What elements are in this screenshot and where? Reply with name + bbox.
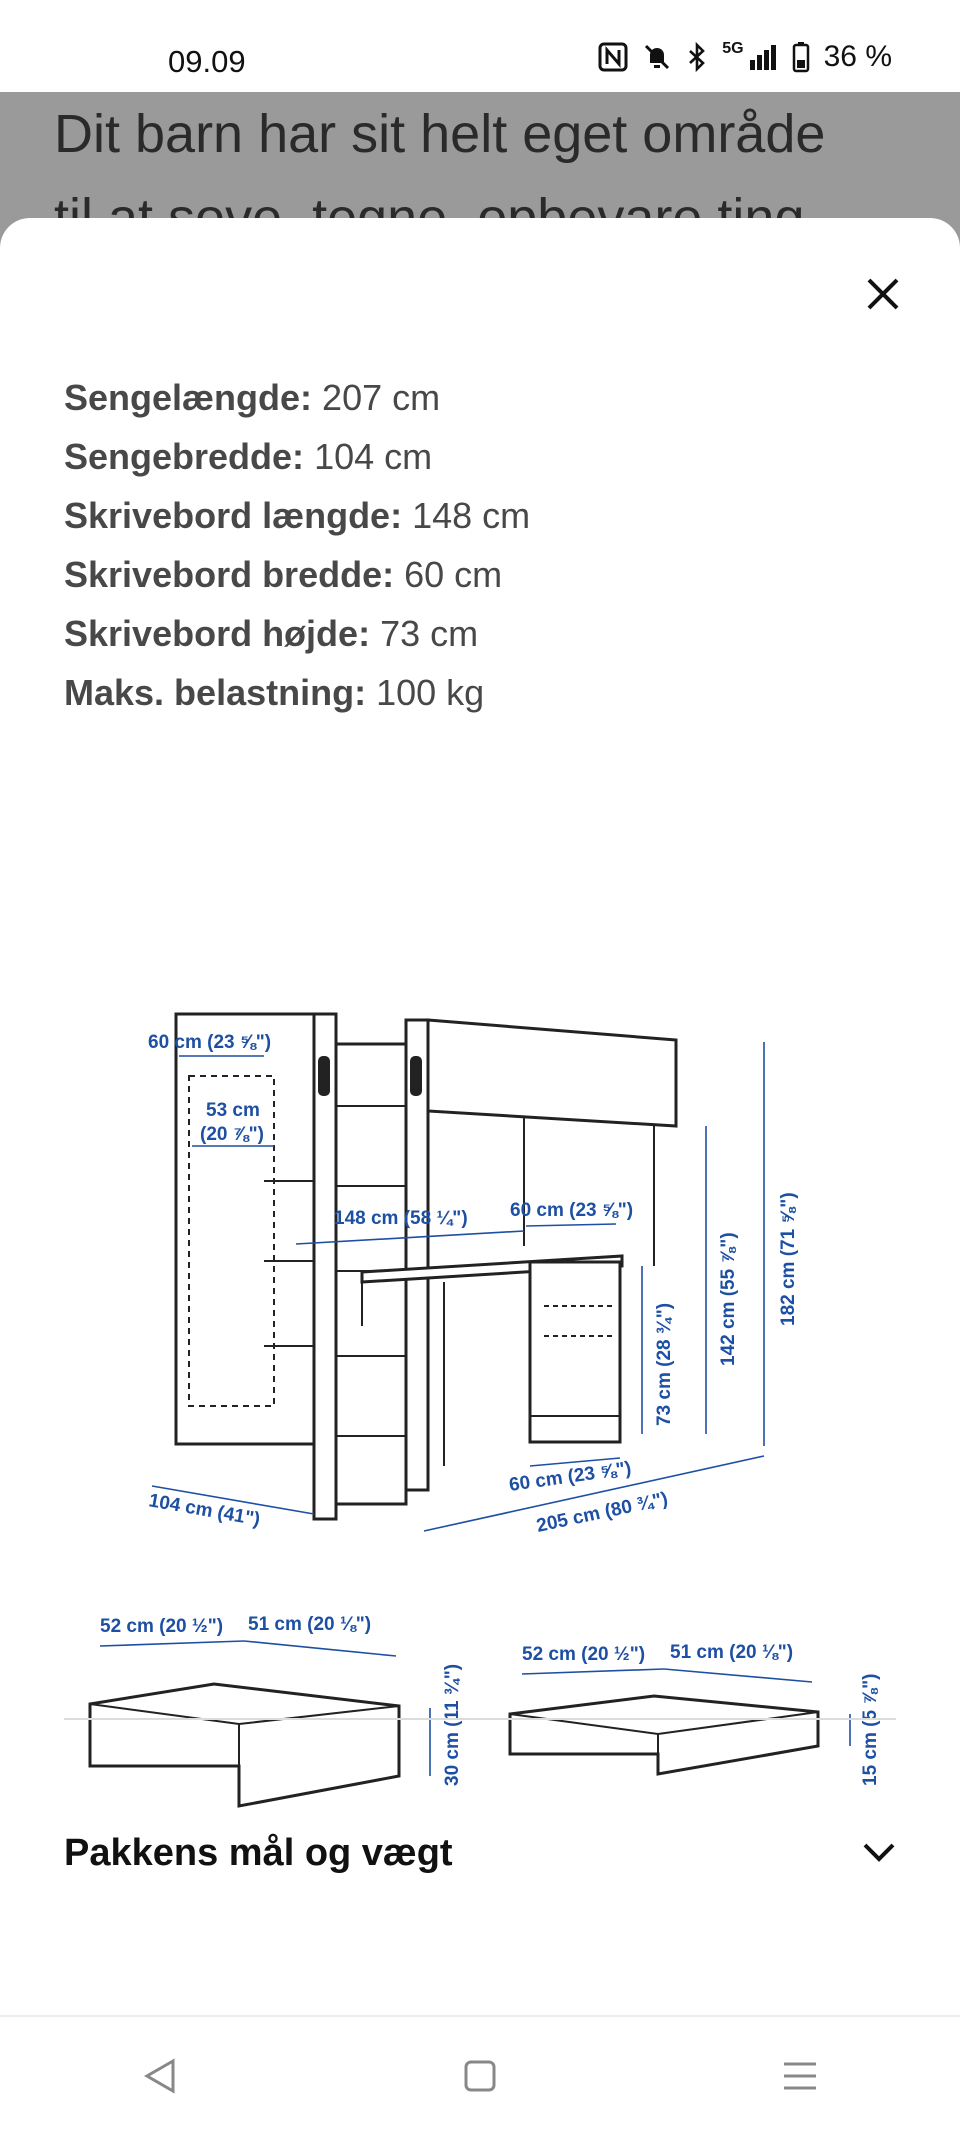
menu-lines-icon (784, 2062, 816, 2090)
status-bar: 09.09 5G 36 % (0, 0, 960, 92)
status-time: 09.09 (168, 44, 246, 79)
dim-bed-height: 142 cm (55 ⅞") (718, 1232, 739, 1366)
dim-drawer2-b: 51 cm (20 ⅛") (670, 1642, 793, 1663)
dimensions-sheet: Sengelængde: 207 cm Sengebredde: 104 cm … (0, 218, 960, 2015)
home-button[interactable] (440, 2036, 520, 2116)
dim-inner-width-a: 53 cm (206, 1100, 260, 1121)
spec-row: Skrivebord bredde: 60 cm (64, 554, 503, 595)
recent-apps-button[interactable] (760, 2036, 840, 2116)
close-icon (867, 278, 899, 310)
dim-desk-height: 73 cm (28 ¾") (654, 1303, 675, 1426)
network-label: 5G (722, 40, 744, 57)
back-triangle-icon (143, 2058, 175, 2094)
dim-desk-depth: 60 cm (23 ⅝") (508, 1458, 633, 1496)
accordion-title: Pakkens mål og vægt (64, 1831, 453, 1874)
dim-drawer2-h: 15 cm (5 ⅞") (860, 1673, 881, 1786)
spec-list: Sengelængde: 207 cm Sengebredde: 104 cm … (64, 368, 530, 722)
package-dimensions-accordion[interactable]: Pakkens mål og vægt (64, 1808, 896, 1898)
dim-total-width: 104 cm (41") (147, 1490, 261, 1530)
drawer-small-illustration: 52 cm (20 ½") 51 cm (20 ⅛") 15 cm (5 ⅞") (508, 1642, 881, 1786)
battery-level: 36 % (823, 40, 892, 73)
dim-desk-length: 148 cm (58 ¼") (334, 1208, 468, 1229)
dimension-lines (151, 1042, 765, 1532)
spec-row: Maks. belastning: 100 kg (64, 672, 485, 713)
system-navigation-bar (0, 2015, 960, 2135)
spec-row: Sengebredde: 104 cm (64, 436, 433, 477)
home-square-icon (464, 2060, 496, 2092)
back-button[interactable] (120, 2036, 200, 2116)
dim-drawer1-a: 52 cm (20 ½") (100, 1616, 223, 1637)
dim-total-height: 182 cm (71 ⅝") (778, 1192, 799, 1326)
dim-top-width: 60 cm (23 ⅝") (148, 1032, 271, 1053)
product-dimensions-drawing: 60 cm (23 ⅝") 53 cm (20 ⅞") 148 cm (58 ¼… (88, 1012, 881, 1808)
dim-drawer2-a: 52 cm (20 ½") (522, 1644, 645, 1665)
signal-icon (749, 45, 776, 70)
spec-row: Skrivebord længde: 148 cm (64, 495, 531, 536)
dim-drawer1-b: 51 cm (20 ⅛") (248, 1614, 371, 1635)
section-divider (64, 1718, 896, 1720)
dim-total-length: 205 cm (80 ¾") (535, 1489, 670, 1537)
close-button[interactable] (855, 266, 911, 322)
battery-icon (792, 42, 809, 73)
drawer-large-illustration: 52 cm (20 ½") 51 cm (20 ⅛") 30 cm (11 ¾"… (88, 1614, 463, 1808)
dim-inner-width-b: (20 ⅞") (200, 1124, 264, 1145)
spec-row: Skrivebord højde: 73 cm (64, 613, 479, 654)
dim-desk-width-top: 60 cm (23 ⅝") (510, 1200, 633, 1221)
nfc-icon (598, 42, 628, 72)
loft-bed-illustration (174, 1012, 678, 1521)
dim-drawer1-h: 30 cm (11 ¾") (442, 1664, 463, 1786)
spec-row: Sengelængde: 207 cm (64, 377, 441, 418)
chevron-down-icon (863, 1843, 895, 1862)
status-icons: 5G 36 % (598, 40, 892, 74)
mute-bell-icon (645, 44, 670, 70)
bluetooth-icon (689, 42, 706, 72)
